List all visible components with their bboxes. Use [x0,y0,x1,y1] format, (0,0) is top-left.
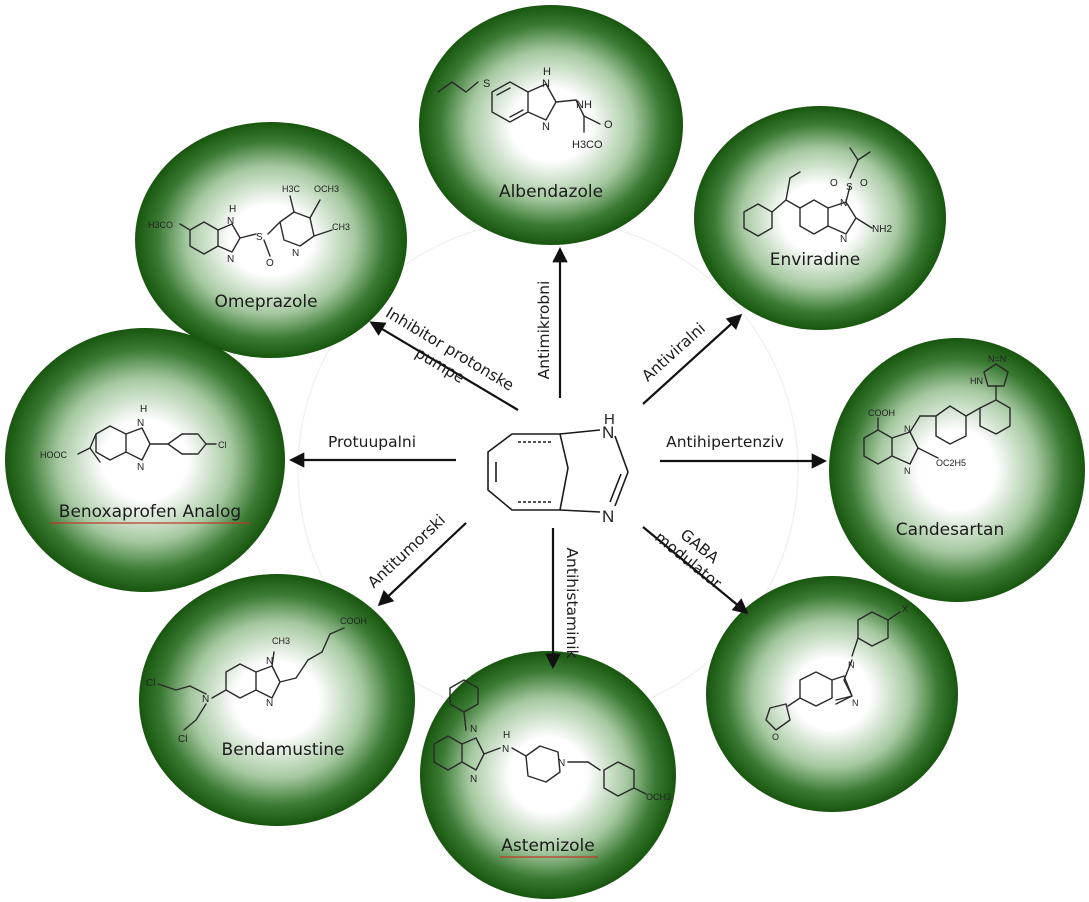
bendamustine-atom-cl1: Cl [146,678,155,689]
enviradine-atom-s: S [846,182,853,193]
label-gaba: GABA modulator [651,526,725,593]
omeprazole-atom-och3: OCH3 [314,184,339,194]
bendamustine-atom-cooh: COOH [340,616,367,626]
omeprazole-atom-n2: N [227,254,234,265]
arrow-antitumorski [377,522,467,607]
benoxaprofen-atom-cl: Cl [218,440,227,450]
albendazole-atom-n2: N [542,121,550,133]
core-atom-h-top: H [604,411,615,428]
omeprazole-atom-ch3: CH3 [332,222,350,232]
albendazole-name: Albendazole [499,182,603,202]
omeprazole-atom-h: H [229,204,236,215]
albendazole-atom-o: O [604,119,613,131]
albendazole-atom-nh: NH [576,99,592,111]
label-antihistaminik: Antihistaminik [563,547,581,658]
omeprazole-atom-s: S [256,232,263,243]
enviradine-atom-o1: O [830,178,838,189]
bendamustine-atom-n3: N [202,694,209,705]
bendamustine-structure [157,627,345,731]
enviradine-atom-n2: N [840,234,847,245]
enviradine-atom-o2: O [860,178,868,189]
astemizole-atom-och3: OCH3 [646,792,671,802]
enviradine-structure [743,147,873,237]
bendamustine-atom-n2: N [266,698,273,709]
candesartan-atom-oc2h5: OC2H5 [936,458,966,468]
gaba-compound-atom-n1: N [848,660,855,670]
candesartan-blob: COOH N=N HN N N OC2H5 Candesartan [829,338,1085,602]
bendamustine-atom-n1: N [266,656,273,667]
astemizole-atom-n2: N [470,774,477,785]
label-inhibitor: Inhibitor protonske pumpe [382,304,517,395]
benoxaprofen-atom-n1: N [137,418,144,429]
core-atom-n-top: N [602,423,614,442]
benoxaprofen-blob: HOOC H N N Cl Benoxaprofen Analog [5,328,285,592]
enviradine-blob: S O O N N NH2 Enviradine [694,106,946,330]
arrow-gaba [642,526,749,614]
astemizole-structure [433,679,647,797]
albendazole-structure [437,81,601,133]
arrow-antiviralni [642,313,743,405]
bendamustine-atom-ch3: CH3 [272,636,290,646]
omeprazole-atom-n1: N [227,216,234,227]
astemizole-name: Astemizole [501,836,594,856]
omeprazole-blob: H3CO H N N S O H3C OCH3 CH3 N Omeprazole [135,122,407,358]
benzimidazole-core: N H N [487,411,629,526]
albendazole-atom-h3co: H3CO [572,139,603,151]
albendazole-blob: S H N N NH O H3CO Albendazole [419,5,683,245]
gaba-compound-atom-o: O [772,732,779,742]
label-antihipertenziv: Antihipertenziv [666,433,784,451]
omeprazole-atom-h3c: H3C [282,184,301,194]
bendamustine-atom-cl2: Cl [178,734,187,745]
bendamustine-blob: CH3 COOH N N N Cl Cl Bendamustine [139,574,415,826]
gaba-compound-atom-n2: N [852,698,859,708]
enviradine-atom-n1: N [840,198,847,209]
benoxaprofen-atom-h: H [140,404,147,415]
gaba-compound-blob: X N N O [706,576,958,812]
benoxaprofen-name: Benoxaprofen Analog [59,502,241,522]
core-atom-n-bottom: N [602,507,614,526]
candesartan-atom-hn: HN [970,376,983,386]
label-antimikrobni: Antimikrobni [535,281,553,380]
albendazole-atom-n1: N [542,78,550,90]
candesartan-name: Candesartan [896,520,1004,540]
gaba-compound-structure [765,611,901,731]
astemizole-blob: N N H N N OCH3 Astemizole [420,651,676,899]
candesartan-atom-n2: N [904,466,911,476]
albendazole-atom-h: H [543,66,551,78]
candesartan-structure [863,363,1011,465]
astemizole-atom-nh: N [502,744,509,755]
enviradine-name: Enviradine [770,250,860,270]
benoxaprofen-structure [77,425,217,463]
albendazole-atom-s: S [483,78,490,90]
benoxaprofen-atom-hooc: HOOC [40,450,68,460]
arrow-inhibitor [369,321,519,411]
omeprazole-name: Omeprazole [214,292,317,312]
omeprazole-atom-h3co: H3CO [148,220,173,230]
astemizole-atom-h: H [503,730,510,741]
omeprazole-structure [179,195,333,257]
astemizole-atom-n1: N [470,724,477,735]
benoxaprofen-atom-n2: N [137,462,144,473]
candesartan-atom-cooh: COOH [868,408,895,418]
enviradine-atom-nh2: NH2 [872,224,892,235]
omeprazole-atom-n3: N [292,248,299,259]
candesartan-atom-tetrazole: N=N [988,354,1006,364]
omeprazole-atom-o: O [266,258,274,269]
bendamustine-name: Bendamustine [222,740,345,760]
astemizole-atom-n3: N [558,758,565,769]
label-protuupalni: Protuupalni [328,433,416,451]
candesartan-atom-n1: N [904,424,911,434]
gaba-compound-atom-x: X [902,604,908,614]
